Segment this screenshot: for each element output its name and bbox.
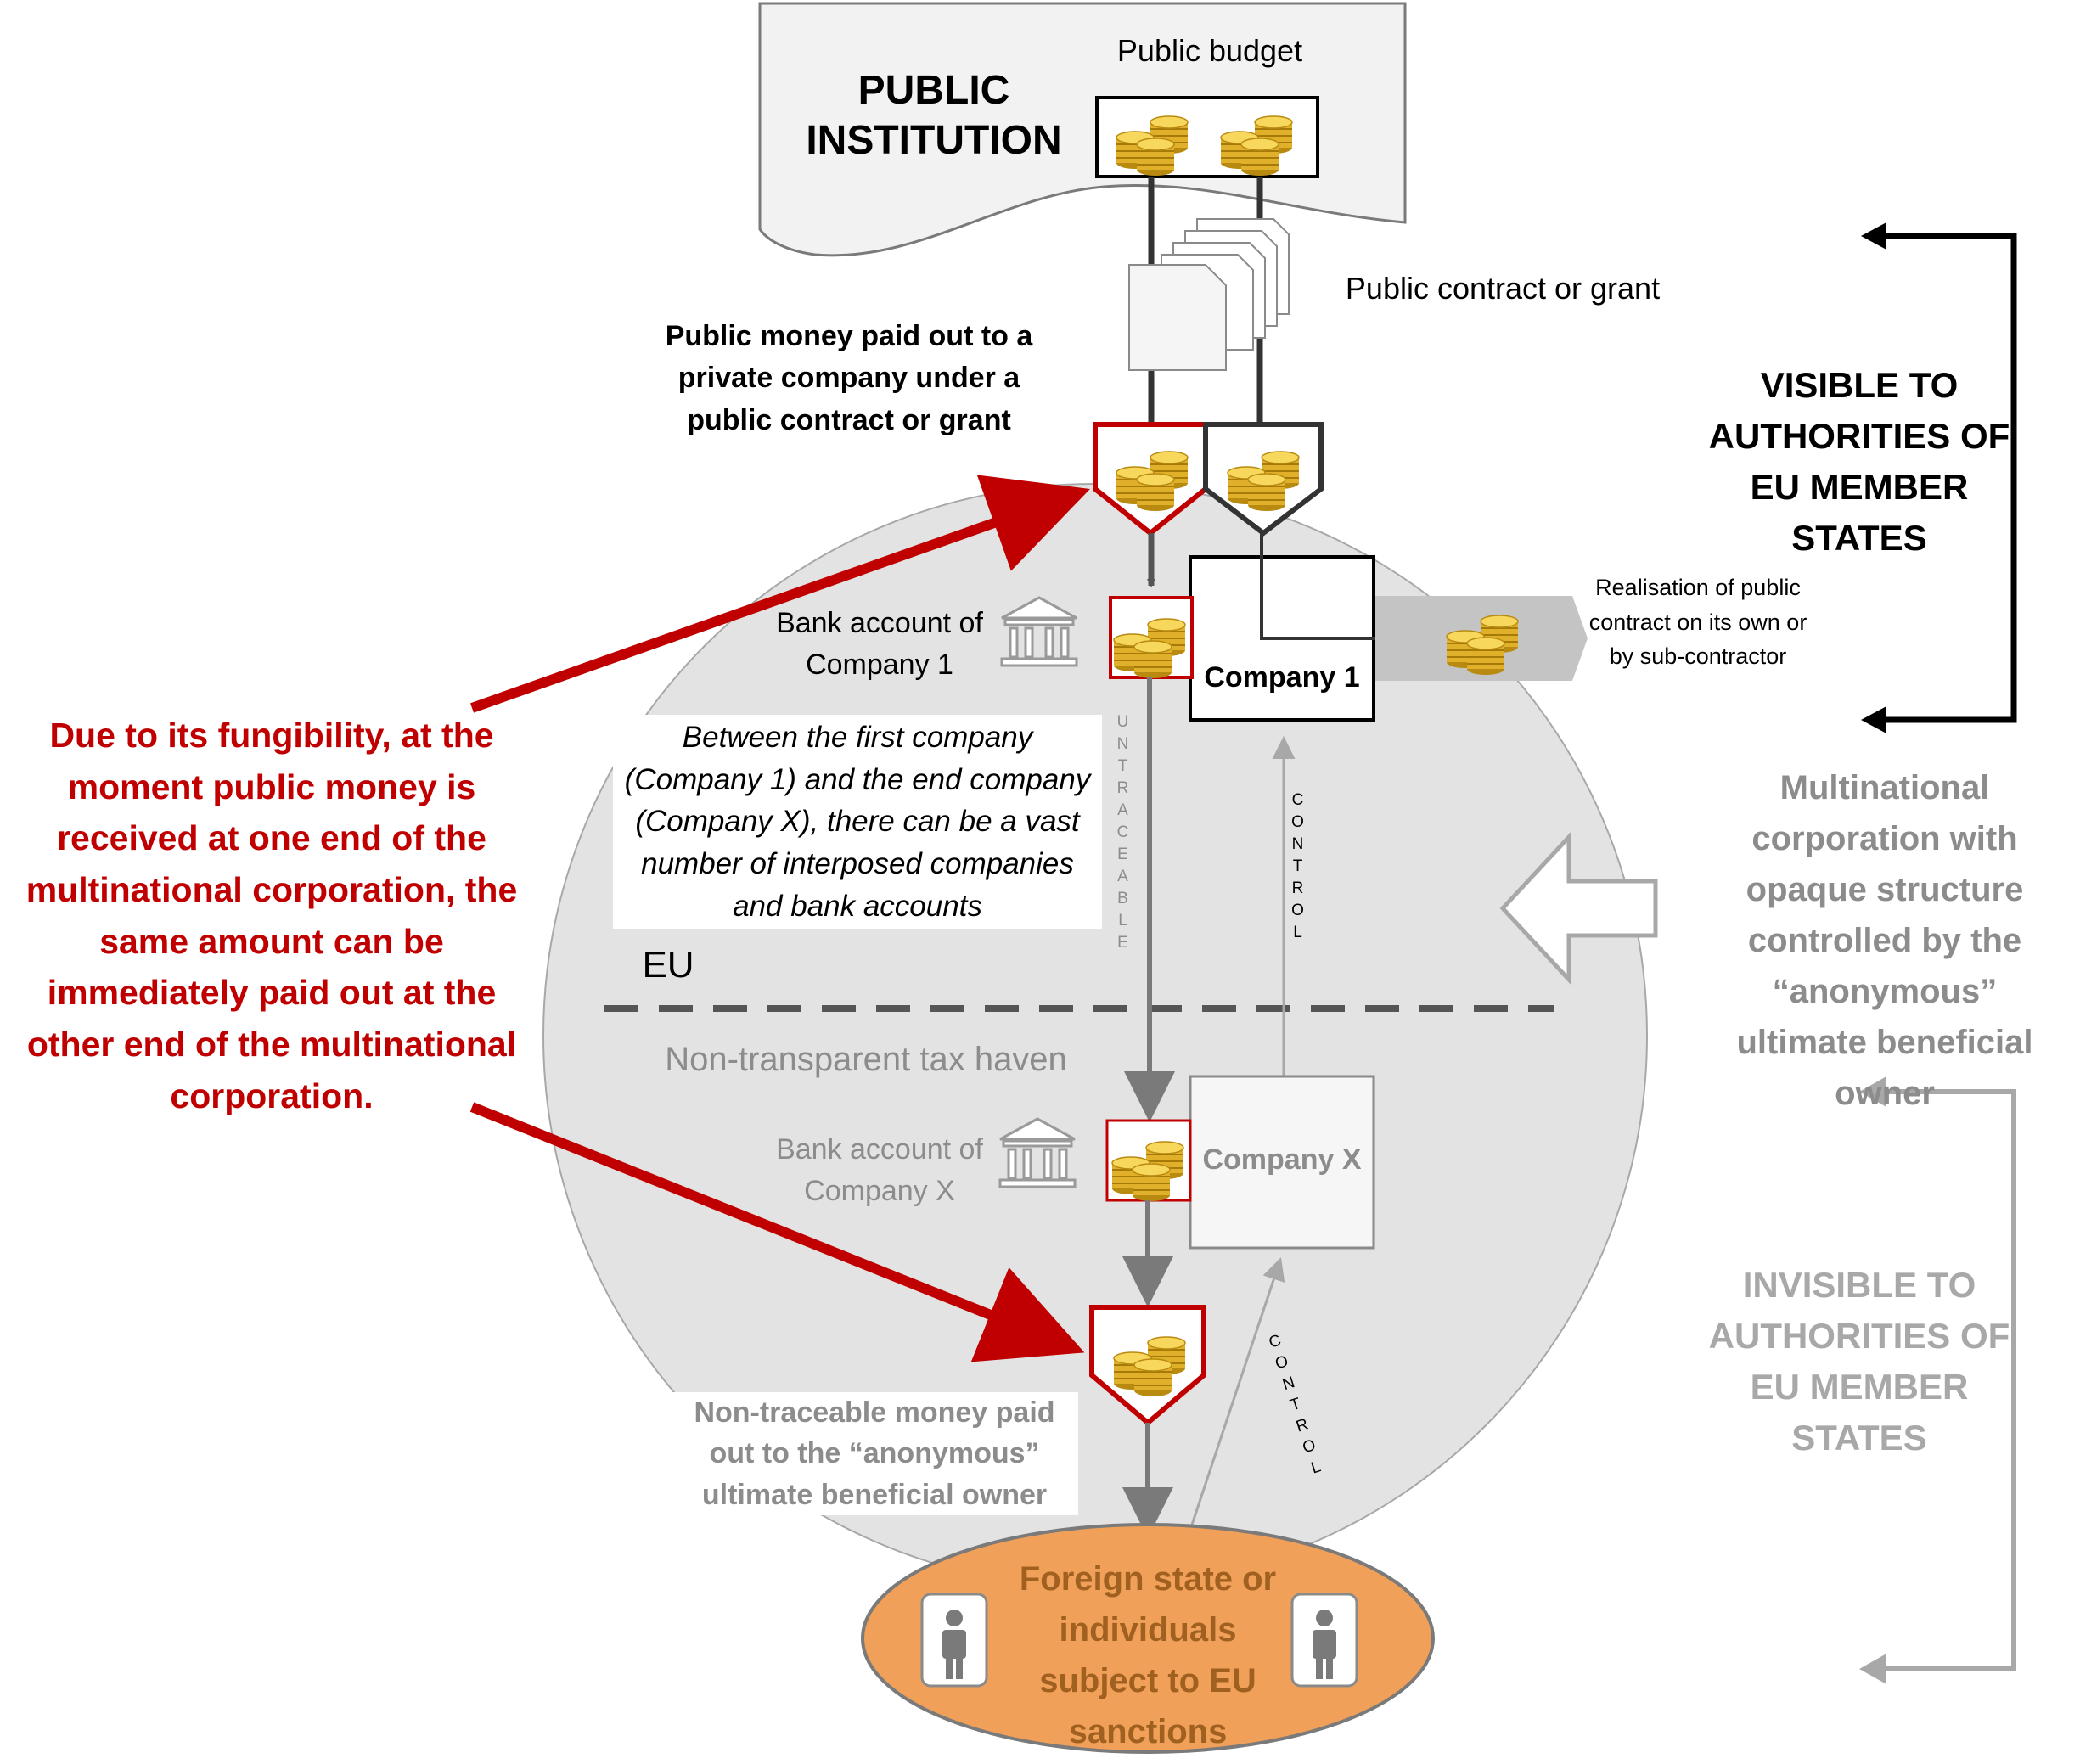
fungibility-label: Due to its fungibility, at the moment pu… <box>25 716 518 1115</box>
untraceable-label: UNTRACEABLE <box>1116 713 1130 952</box>
companyx-label: Company X <box>1202 1143 1362 1176</box>
bankx-label: Bank account of Company X <box>776 1133 983 1208</box>
eu-label: EU <box>642 944 694 986</box>
visible-bracket <box>1868 233 2017 723</box>
public-institution-box <box>758 2 1407 257</box>
multinational-label: Multinational corporation with opaque st… <box>1736 769 2033 1112</box>
red-arrow-bottom <box>469 1102 1085 1362</box>
institution-title: PUBLIC INSTITUTION <box>781 66 1087 166</box>
invisible-bracket <box>1868 1089 2016 1671</box>
tax-haven-label: Non-transparent tax haven <box>665 1041 1067 1078</box>
person-icon-right <box>1290 1593 1358 1688</box>
foreign-state-label: Foreign state or individuals subject to … <box>1019 1560 1277 1750</box>
paid-out-label: Public money paid out to a private compa… <box>637 316 1061 441</box>
bank1-label: Bank account of Company 1 <box>776 607 983 682</box>
institution-title-line2: INSTITUTION <box>806 117 1062 163</box>
foreign-state-ellipse <box>861 1523 1435 1754</box>
nontraceable-label: Non-traceable money paid out to the “ano… <box>671 1392 1078 1515</box>
company1-label: Company 1 <box>1204 661 1360 694</box>
contract-label: Public contract or grant <box>1345 271 1661 306</box>
visible-label: VISIBLE TO AUTHORITIES OF EU MEMBER STAT… <box>1708 365 2010 559</box>
red-arrow-top <box>469 475 1090 713</box>
realisation-label: Realisation of public contract on its ow… <box>1588 575 1807 669</box>
institution-title-line1: PUBLIC <box>857 68 1010 113</box>
between-label: Between the first company (Company 1) an… <box>613 715 1102 930</box>
invisible-label: INVISIBLE TO AUTHORITIES OF EU MEMBER ST… <box>1708 1265 2010 1458</box>
companyx-box <box>1189 1075 1375 1250</box>
contract-documents-icon <box>1128 218 1290 371</box>
person-icon-left <box>920 1593 988 1688</box>
multinational-pointer-arrow <box>1499 831 1658 986</box>
control-label-upper: CONTROL <box>1291 791 1305 941</box>
public-budget-label: Public budget <box>1116 33 1303 68</box>
